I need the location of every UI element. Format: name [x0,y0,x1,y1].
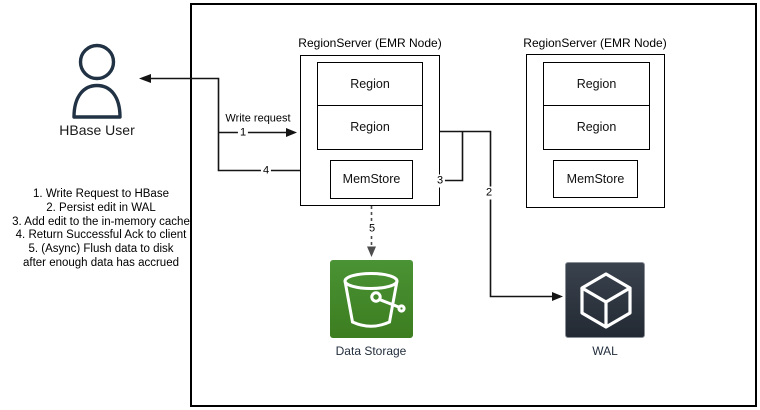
edge-2-arrowhead [552,292,563,301]
regionserver-1-title: RegionServer (EMR Node) [298,36,442,50]
edge-1-label: 1 [237,126,249,140]
edge-5-label: 5 [366,222,378,236]
edge-4-arrowhead [139,74,151,83]
edge-2-line [440,130,559,298]
steps-line-5: 5. (Async) Flush data to disk [28,243,174,256]
data-storage-label: Data Storage [335,344,407,358]
steps-line-6: after enough data has accrued [22,256,179,269]
user-body [72,83,122,119]
edge-write-request-label: Write request [223,112,293,126]
steps-line-3: 3. Add edit to the in-memory cache [12,215,190,228]
region-box: Region [317,62,423,106]
regionserver-2-title: RegionServer (EMR Node) [523,36,667,50]
user-head [78,43,116,81]
wal-icon [565,262,645,338]
region-box: Region [543,62,650,106]
edge-5-arrowhead [367,246,376,257]
regionserver-1-region-stack: Region Region [317,62,423,150]
region-box: Region [317,106,423,150]
region-box: Region [543,106,650,150]
edge-4-label: 4 [260,164,272,178]
steps-line-1: 1. Write Request to HBase [33,188,169,200]
data-storage-icon [330,260,413,338]
memstore-box: MemStore [330,160,413,199]
cluster-boundary [190,3,757,407]
steps-line-2: 2. Persist edit in WAL [46,201,156,214]
wal-label: WAL [592,344,618,358]
edge-4-line [142,77,300,172]
memstore-box: MemStore [553,160,638,198]
edge-3-label: 3 [434,174,446,188]
edge-2-label: 2 [483,186,495,200]
regionserver-2-region-stack: Region Region [543,62,650,150]
bucket-icon [343,272,406,328]
steps-list: 1. Write Request to HBase 2. Persist edi… [1,188,201,271]
steps-line-4: 4. Return Successful Ack to client [15,229,187,242]
edge-1-arrowhead [286,128,297,137]
hbase-user-label: HBase User [59,122,135,138]
cube-icon [580,272,632,329]
hbase-user-icon [72,43,122,119]
